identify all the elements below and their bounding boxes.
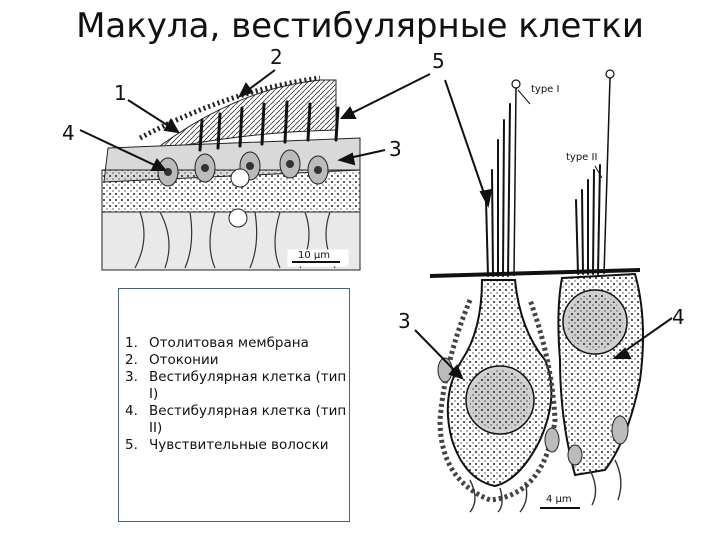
callout-4-left: 4 <box>62 121 75 145</box>
legend-item-text: Отоконии <box>149 352 219 368</box>
page-title: Макула, вестибулярные клетки <box>76 6 644 46</box>
callout-1: 1 <box>114 81 127 105</box>
legend-item-number: 3. <box>125 369 138 385</box>
callout-lines <box>79 69 673 380</box>
callout-5: 5 <box>432 49 445 73</box>
scale-label-right: 4 µm <box>546 494 572 505</box>
callout-3-top: 3 <box>389 137 402 161</box>
legend-item: 5. Чувствительные волоски <box>125 437 347 454</box>
callout-2: 2 <box>270 45 283 69</box>
legend-item: 2. Отоконии <box>125 352 347 369</box>
legend-item-number: 1. <box>125 335 138 351</box>
macula-tissue-drawing <box>101 75 361 271</box>
hair-cells-drawing <box>429 69 645 513</box>
otolithic-membrane <box>158 79 337 149</box>
scale-label-left: 10 µm <box>298 250 331 261</box>
legend-item: 3. Вестибулярная клетка (тип I) <box>125 369 347 403</box>
callout-3-right: 3 <box>398 309 411 333</box>
legend-item-text: Вестибулярная клетка (тип II) <box>149 403 347 436</box>
callout-4-right: 4 <box>672 305 685 329</box>
legend-list: 1. Отолитовая мембрана 2. Отоконии 3. Ве… <box>125 335 347 454</box>
legend-item-number: 4. <box>125 403 138 419</box>
legend-item: 1. Отолитовая мембрана <box>125 335 347 352</box>
legend-item-text: Отолитовая мембрана <box>149 335 309 351</box>
legend-item-text: Вестибулярная клетка (тип I) <box>149 369 347 402</box>
legend-box: 1. Отолитовая мембрана 2. Отоконии 3. Ве… <box>118 288 350 522</box>
legend-item-text: Чувствительные волоски <box>149 437 329 453</box>
legend-item-number: 5. <box>125 437 138 453</box>
legend-item: 4. Вестибулярная клетка (тип II) <box>125 403 347 437</box>
type-2-label: type II <box>566 152 598 163</box>
legend-item-number: 2. <box>125 352 138 368</box>
type-1-label: type I <box>531 84 560 95</box>
